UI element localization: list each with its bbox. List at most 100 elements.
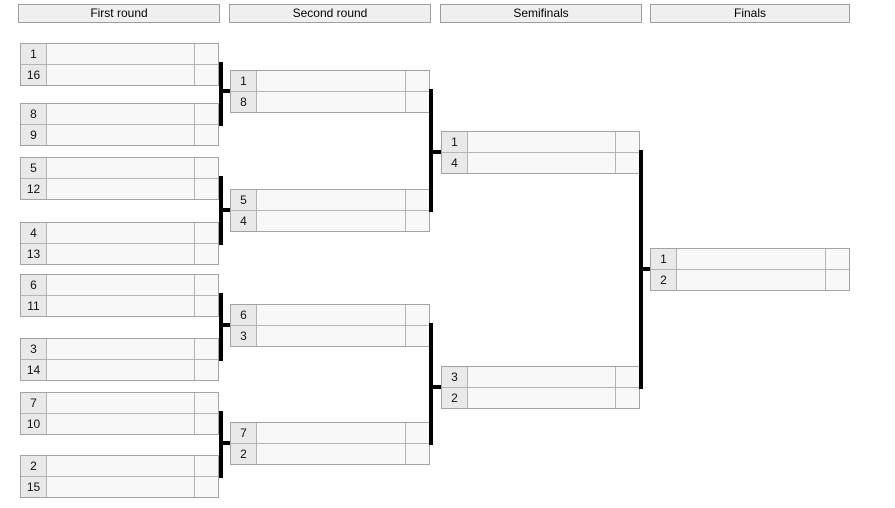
- score-cell[interactable]: [406, 423, 429, 443]
- name-cell[interactable]: [47, 360, 195, 380]
- score-cell[interactable]: [195, 275, 218, 295]
- match-row: 3: [442, 367, 639, 388]
- name-cell[interactable]: [47, 477, 195, 497]
- score-cell[interactable]: [406, 211, 429, 231]
- score-cell[interactable]: [195, 456, 218, 476]
- score-cell[interactable]: [195, 296, 218, 316]
- match-row: 6: [21, 275, 218, 296]
- match-row: 14: [21, 360, 218, 380]
- name-cell[interactable]: [47, 393, 195, 413]
- score-cell[interactable]: [195, 125, 218, 145]
- score-cell[interactable]: [826, 270, 849, 290]
- connector-stub: [219, 441, 230, 445]
- score-cell[interactable]: [195, 44, 218, 64]
- match-semifinal-3v2: 3 2: [441, 366, 640, 409]
- seed-cell: 1: [442, 132, 468, 152]
- seed-cell: 6: [21, 275, 47, 295]
- name-cell[interactable]: [257, 305, 406, 325]
- seed-cell: 2: [21, 456, 47, 476]
- match-row: 6: [231, 305, 429, 326]
- match-row: 12: [21, 179, 218, 199]
- score-cell[interactable]: [195, 477, 218, 497]
- name-cell[interactable]: [257, 71, 406, 91]
- seed-cell: 16: [21, 65, 47, 85]
- name-cell[interactable]: [677, 270, 826, 290]
- score-cell[interactable]: [195, 360, 218, 380]
- name-cell[interactable]: [47, 44, 195, 64]
- score-cell[interactable]: [406, 305, 429, 325]
- name-cell[interactable]: [468, 388, 616, 408]
- match-round2-5v4: 5 4: [230, 189, 430, 232]
- name-cell[interactable]: [47, 223, 195, 243]
- name-cell[interactable]: [47, 339, 195, 359]
- name-cell[interactable]: [47, 244, 195, 264]
- name-cell[interactable]: [47, 414, 195, 434]
- name-cell[interactable]: [47, 275, 195, 295]
- name-cell[interactable]: [468, 153, 616, 173]
- name-cell[interactable]: [257, 326, 406, 346]
- match-row: 16: [21, 65, 218, 85]
- match-round1-6v11: 6 11: [20, 274, 219, 317]
- name-cell[interactable]: [257, 444, 406, 464]
- match-round1-8v9: 8 9: [20, 103, 219, 146]
- score-cell[interactable]: [616, 388, 639, 408]
- seed-cell: 2: [442, 388, 468, 408]
- seed-cell: 4: [442, 153, 468, 173]
- match-round2-7v2: 7 2: [230, 422, 430, 465]
- name-cell[interactable]: [257, 211, 406, 231]
- match-round1-4v13: 4 13: [20, 222, 219, 265]
- name-cell[interactable]: [257, 190, 406, 210]
- name-cell[interactable]: [677, 249, 826, 269]
- seed-cell: 6: [231, 305, 257, 325]
- name-cell[interactable]: [47, 104, 195, 124]
- seed-cell: 13: [21, 244, 47, 264]
- score-cell[interactable]: [406, 326, 429, 346]
- round-header-first-round: First round: [18, 4, 220, 23]
- score-cell[interactable]: [195, 393, 218, 413]
- match-row: 5: [21, 158, 218, 179]
- name-cell[interactable]: [257, 423, 406, 443]
- score-cell[interactable]: [826, 249, 849, 269]
- seed-cell: 8: [231, 92, 257, 112]
- match-row: 7: [21, 393, 218, 414]
- score-cell[interactable]: [195, 104, 218, 124]
- score-cell[interactable]: [195, 65, 218, 85]
- name-cell[interactable]: [47, 456, 195, 476]
- match-row: 2: [231, 444, 429, 464]
- score-cell[interactable]: [616, 367, 639, 387]
- score-cell[interactable]: [406, 190, 429, 210]
- name-cell[interactable]: [47, 296, 195, 316]
- score-cell[interactable]: [406, 71, 429, 91]
- name-cell[interactable]: [257, 92, 406, 112]
- score-cell[interactable]: [195, 244, 218, 264]
- name-cell[interactable]: [47, 125, 195, 145]
- connector-stub: [219, 208, 230, 212]
- name-cell[interactable]: [47, 179, 195, 199]
- match-semifinal-1v4: 1 4: [441, 131, 640, 174]
- name-cell[interactable]: [468, 132, 616, 152]
- match-row: 5: [231, 190, 429, 211]
- score-cell[interactable]: [406, 444, 429, 464]
- score-cell[interactable]: [195, 223, 218, 243]
- seed-cell: 2: [651, 270, 677, 290]
- score-cell[interactable]: [195, 339, 218, 359]
- score-cell[interactable]: [195, 414, 218, 434]
- match-round2-1v8: 1 8: [230, 70, 430, 113]
- name-cell[interactable]: [468, 367, 616, 387]
- score-cell[interactable]: [406, 92, 429, 112]
- round-header-finals: Finals: [650, 4, 850, 23]
- name-cell[interactable]: [47, 65, 195, 85]
- match-row: 10: [21, 414, 218, 434]
- match-row: 2: [442, 388, 639, 408]
- match-row: 8: [231, 92, 429, 112]
- score-cell[interactable]: [195, 179, 218, 199]
- seed-cell: 7: [231, 423, 257, 443]
- match-row: 3: [231, 326, 429, 346]
- score-cell[interactable]: [616, 132, 639, 152]
- score-cell[interactable]: [195, 158, 218, 178]
- score-cell[interactable]: [616, 153, 639, 173]
- seed-cell: 8: [21, 104, 47, 124]
- match-row: 1: [651, 249, 849, 270]
- name-cell[interactable]: [47, 158, 195, 178]
